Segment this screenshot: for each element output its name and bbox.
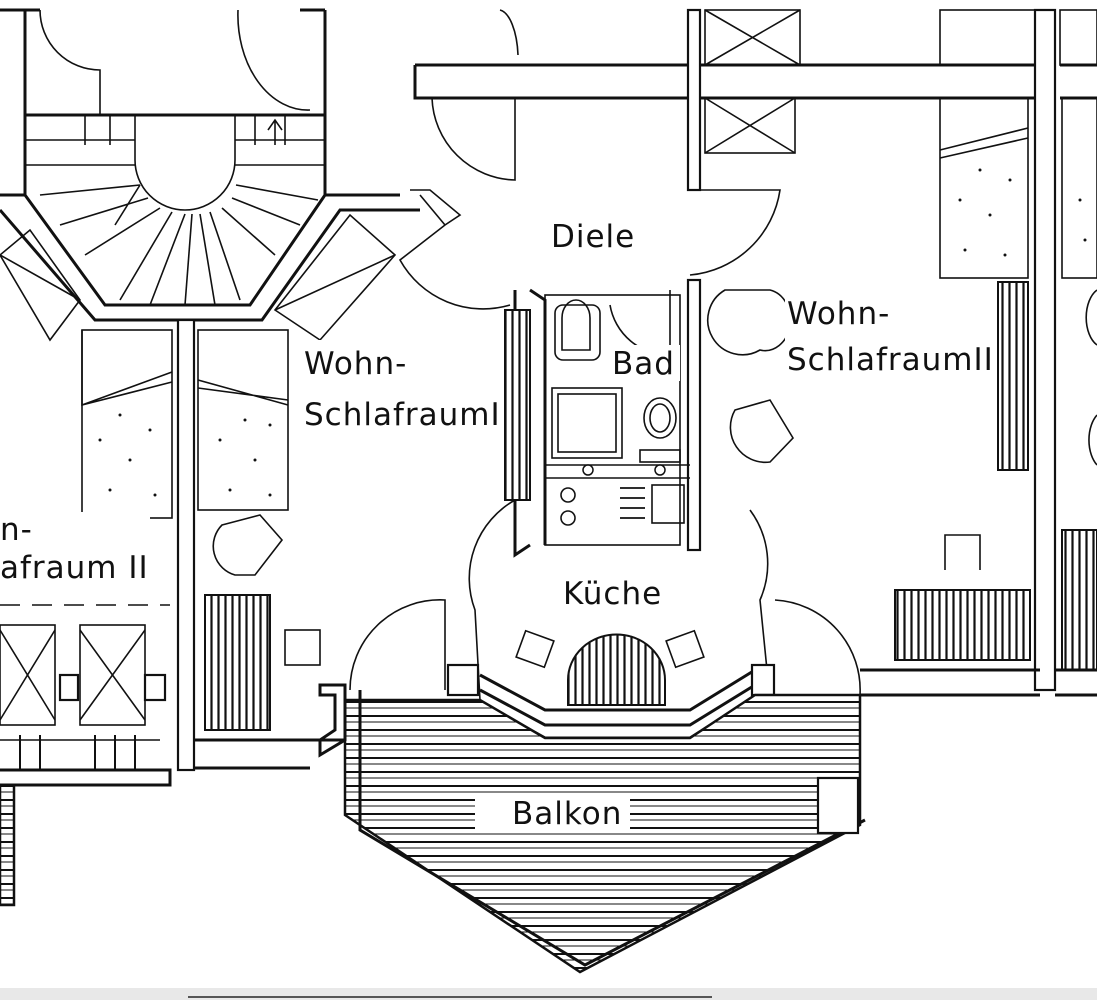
diele-walls: [398, 9, 1097, 356]
room-label-balkon: Balkon: [512, 796, 622, 832]
bottom-scroll-area: [0, 988, 1097, 1000]
staircase: [0, 8, 420, 322]
partition-walls: [176, 8, 1057, 772]
room-label-bad: Bad: [612, 346, 675, 382]
room-label-wohn-right-line2: SchlafraumII: [787, 342, 994, 378]
beds-left: [81, 329, 321, 731]
room-label-wohn-right-line1: Wohn-: [787, 296, 890, 332]
room-label-wohn-left-line1: n-: [0, 512, 33, 548]
room-label-wohn-left-line2: afraum II: [0, 550, 149, 586]
room-label-wohn-center-line2: SchlafraumI: [304, 397, 501, 433]
balcony: [318, 599, 866, 974]
kitchen: [446, 499, 776, 740]
room-label-diele: Diele: [551, 219, 635, 255]
window-diamonds: [0, 213, 397, 342]
room-label-wohn-center-line1: Wohn-: [304, 346, 407, 382]
beds-right: [707, 97, 1097, 697]
horizontal-scrollbar[interactable]: [188, 996, 712, 998]
bathroom-fixtures: [504, 294, 690, 546]
room-label-kueche: Küche: [563, 576, 662, 612]
shaft-boxes: [704, 9, 1097, 154]
left-room-fixtures: [0, 604, 360, 907]
